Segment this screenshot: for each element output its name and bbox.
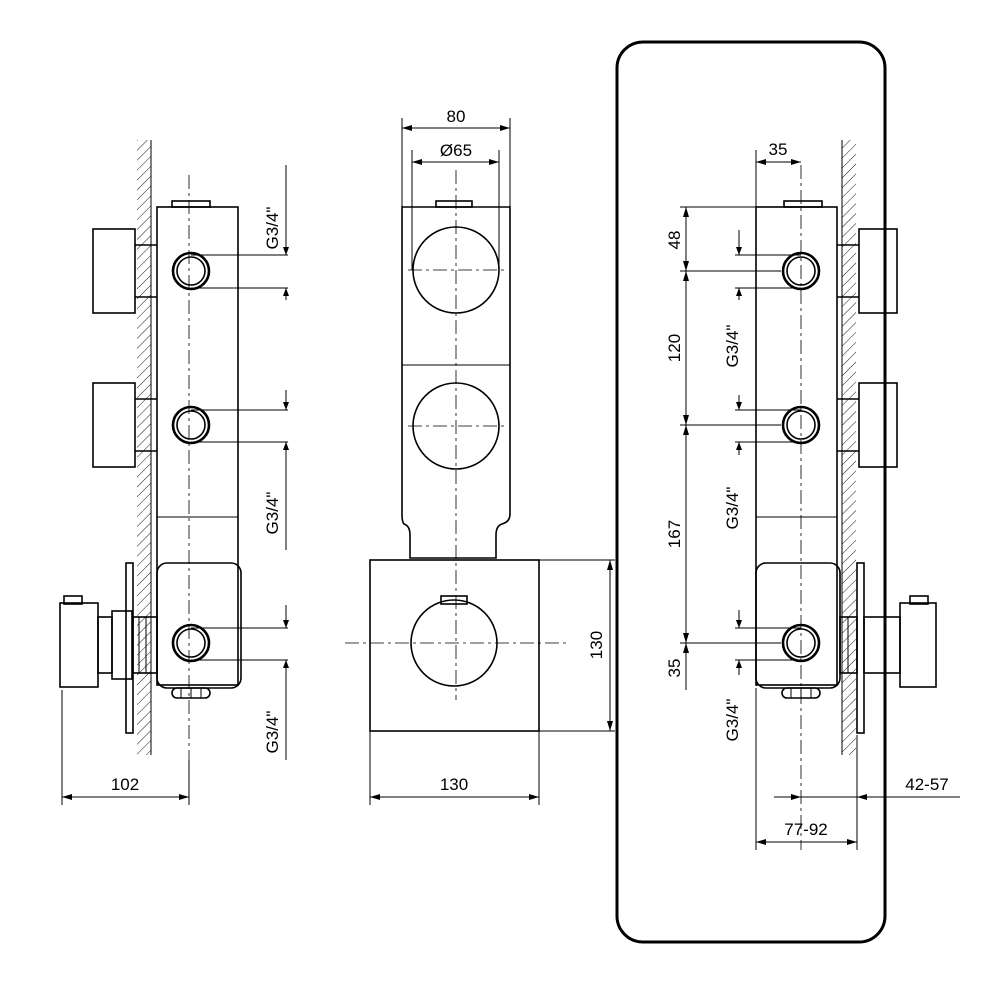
- thermostat-knob-left: [59, 562, 158, 734]
- dim-label-77-92: 77-92: [784, 820, 827, 839]
- thread-label-right-a: G3/4": [723, 325, 742, 368]
- cover-plate-front: [369, 559, 540, 732]
- dim-label-102: 102: [111, 775, 139, 794]
- dim-plate-width: [369, 731, 540, 805]
- dim-label-80: 80: [447, 107, 466, 126]
- thread-leaders-right: [735, 230, 801, 675]
- dim-label-35-top: 35: [769, 140, 788, 159]
- thread-leaders-left: [191, 165, 289, 760]
- dim-range-77-92: [755, 688, 858, 850]
- thread-label-left-bot: G3/4": [263, 711, 282, 754]
- wall-hatch-right: [842, 140, 856, 755]
- dim-label-diameter: Ø65: [440, 141, 472, 160]
- dim-offset-35-top: [755, 150, 801, 207]
- thread-label-left-mid: G3/4": [263, 492, 282, 535]
- thread-label-right-c: G3/4": [723, 699, 742, 742]
- dim-label-130-horizontal: 130: [440, 775, 468, 794]
- dim-plate-height: [539, 559, 615, 732]
- dim-label-120: 120: [665, 334, 684, 362]
- valve-body-right: [755, 200, 841, 689]
- handle-top-left: [92, 228, 157, 314]
- left-side-view: G3/4" G3/4" G3/4" 102: [59, 140, 289, 805]
- wall-hatch-left: [137, 140, 151, 755]
- dim-diameter-65: [411, 150, 500, 270]
- front-view: 80 Ø65 130 130: [345, 107, 615, 805]
- thread-label-right-b: G3/4": [723, 487, 742, 530]
- valve-body-left: [156, 200, 242, 689]
- outlet-ports-left: [171, 251, 211, 699]
- right-side-view: 35 48 120 167 35: [615, 40, 960, 944]
- thread-label-left-top: G3/4": [263, 207, 282, 250]
- handle-top-right: [837, 228, 898, 314]
- handle-mid-left: [92, 382, 157, 468]
- dim-label-167: 167: [665, 520, 684, 548]
- dim-depth-left: [61, 690, 190, 805]
- thermostat-knob-right: [839, 562, 937, 734]
- dim-label-35-bottom: 35: [665, 659, 684, 678]
- handle-mid-right: [837, 382, 898, 468]
- dim-label-130-vertical: 130: [587, 631, 606, 659]
- dim-label-42-57: 42-57: [905, 775, 948, 794]
- dim-chain-vertical: [680, 206, 781, 690]
- highlight-frame: [615, 40, 887, 944]
- dim-range-42-57: [774, 735, 960, 805]
- centerlines-front: [345, 170, 568, 700]
- dim-label-48: 48: [665, 231, 684, 250]
- dim-width-80: [401, 118, 511, 207]
